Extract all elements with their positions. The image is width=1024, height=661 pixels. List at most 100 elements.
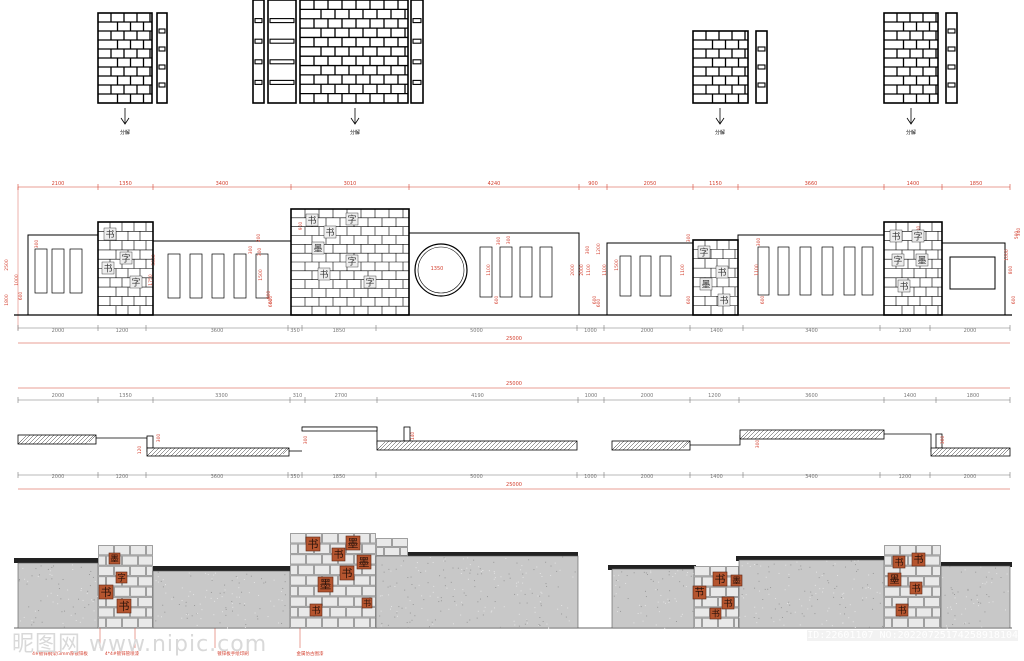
speckle [213, 614, 214, 615]
dim-label: 2000 [641, 328, 654, 334]
brick [727, 587, 738, 596]
speckle [773, 621, 774, 622]
speckle [394, 586, 395, 587]
speckle [536, 567, 537, 568]
speckle [27, 584, 28, 585]
speckle [48, 569, 49, 570]
speckle [758, 618, 759, 619]
speckle [809, 567, 810, 568]
window [660, 256, 671, 296]
brick [307, 555, 321, 564]
speckle [158, 576, 159, 577]
speckle [35, 617, 36, 618]
dim-label: 1200 [899, 328, 912, 334]
brick [711, 587, 725, 596]
speckle [281, 623, 282, 624]
speckle [452, 568, 453, 569]
line-elevation: 3002500100018006003001750600300150060030… [4, 222, 1022, 315]
speckle [984, 611, 985, 612]
speckle [212, 580, 213, 581]
speckle [754, 588, 755, 589]
brick [917, 608, 931, 617]
speckle [432, 622, 433, 623]
speckle [742, 565, 743, 566]
speckle [743, 597, 744, 598]
speckle [87, 591, 88, 592]
speckle [232, 580, 233, 581]
speckle [967, 589, 968, 590]
speckle [655, 589, 656, 590]
speckle [438, 601, 439, 602]
speckle [965, 569, 966, 570]
speckle [658, 602, 659, 603]
plan-bottom-dims: 2000120036003501850500010002000140034001… [18, 472, 1010, 480]
speckle [273, 606, 274, 607]
speckle [211, 592, 212, 593]
brick [925, 618, 939, 627]
char-glyph: 书 [105, 230, 114, 241]
speckle [462, 589, 463, 590]
slat [255, 39, 262, 43]
speckle [394, 617, 395, 618]
speckle [657, 589, 658, 590]
dim-label: 1850 [333, 328, 346, 334]
brick [377, 548, 383, 555]
speckle [187, 618, 188, 619]
dim-label: 1000 [585, 393, 598, 399]
speckle [494, 579, 495, 580]
speckle [801, 569, 802, 570]
speckle [848, 617, 849, 618]
speckle [76, 620, 77, 621]
char-glyph: 字 [893, 255, 902, 267]
speckle [410, 613, 411, 614]
brick [377, 539, 391, 546]
speckle [775, 608, 776, 609]
speckle [412, 620, 413, 621]
speckle [873, 573, 874, 574]
speckle [217, 598, 218, 599]
window [540, 247, 552, 297]
brick [695, 567, 709, 576]
brick [695, 618, 701, 627]
plan-post [404, 427, 410, 441]
speckle [95, 581, 96, 582]
elevation-bottom-dims: 2000120036003501850500010002000140034001… [18, 325, 1010, 334]
speckle [641, 606, 642, 607]
small-dim-label: 300 [686, 234, 692, 243]
speckle [980, 621, 981, 622]
speckle [61, 611, 62, 612]
speckle [437, 597, 438, 598]
dim-label: 1800 [967, 393, 980, 399]
brick [371, 555, 375, 564]
speckle [823, 588, 824, 589]
speckle [966, 596, 967, 597]
dim-label: 350 [290, 474, 300, 480]
speckle [814, 613, 815, 614]
speckle [405, 607, 406, 608]
small-dim-label: 1800 [4, 294, 10, 306]
speckle [163, 586, 164, 587]
speckle [540, 601, 541, 602]
speckle [837, 575, 838, 576]
render-wall-left [18, 563, 99, 628]
speckle [94, 610, 95, 611]
dim-label: 2000 [52, 393, 65, 399]
speckle [845, 567, 846, 568]
speckle [988, 572, 989, 573]
speckle [238, 587, 239, 588]
brick [385, 548, 399, 555]
speckle [494, 607, 495, 608]
speckle [224, 585, 225, 586]
char-glyph: 书 [307, 216, 316, 227]
speckle [785, 565, 786, 566]
speckle [441, 597, 442, 598]
small-dim-label: 600 [18, 292, 24, 301]
speckle [390, 586, 391, 587]
speckle [53, 601, 54, 602]
speckle [498, 585, 499, 586]
speckle [815, 585, 816, 586]
speckle [762, 599, 763, 600]
render-wall-centre-left [153, 571, 290, 628]
slat [413, 39, 421, 43]
speckle [746, 594, 747, 595]
